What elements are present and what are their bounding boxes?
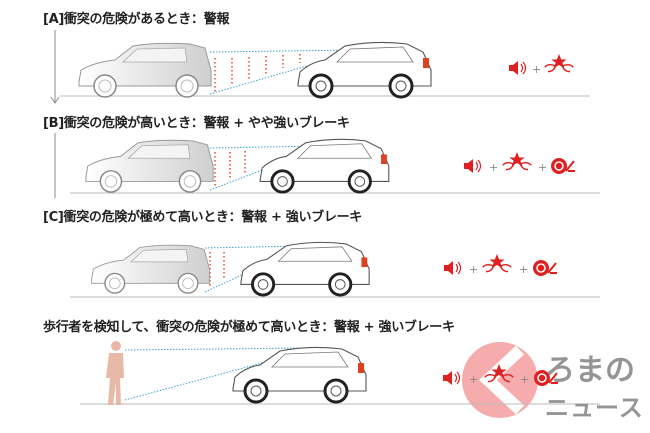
watermark-line1: ろまの xyxy=(545,353,635,388)
collision-icon xyxy=(481,254,513,273)
collision-icon xyxy=(501,152,533,171)
detecting-car xyxy=(78,42,212,98)
row-c-actions: + + xyxy=(443,254,558,277)
watermark-line2: ニュース xyxy=(545,394,644,422)
row-c-graphic xyxy=(90,240,371,297)
preceding-car xyxy=(296,40,433,99)
detecting-car xyxy=(90,244,211,294)
warning-sound-icon xyxy=(442,370,461,386)
section-title-b: [B]衝突の危険が高いとき：警報 + やや強いブレーキ xyxy=(43,116,350,131)
plus-sign: + xyxy=(519,263,528,276)
pedestrian-icon xyxy=(106,341,124,405)
warning-sound-icon xyxy=(443,260,462,276)
section-title-d: 歩行者を検知して、衝突の危険が極めて高いとき：警報 + 強いブレーキ xyxy=(43,320,455,335)
warning-sound-icon xyxy=(463,158,482,174)
collision-icon xyxy=(543,54,575,73)
detecting-car xyxy=(231,345,368,404)
preceding-car xyxy=(239,240,371,297)
plus-sign: + xyxy=(469,373,478,386)
section-title-a: [A]衝突の危険があるとき：警報 xyxy=(43,12,230,27)
section-title-c: [C]衝突の危険が極めて高いとき：警報 + 強いブレーキ xyxy=(43,210,362,225)
plus-sign: + xyxy=(469,263,478,276)
row-a-actions: + xyxy=(508,54,575,76)
plus-sign: + xyxy=(520,373,529,386)
row-b-graphic xyxy=(85,137,391,194)
row-b-actions: + + xyxy=(463,152,576,175)
detecting-car xyxy=(85,139,214,193)
row-d-graphic xyxy=(106,341,368,405)
preceding-car xyxy=(258,137,391,194)
brake-icon xyxy=(532,259,558,277)
row-d-actions: + + xyxy=(442,364,559,387)
row-a-graphic xyxy=(78,40,433,99)
warning-sound-icon xyxy=(508,60,527,76)
plus-sign: + xyxy=(532,63,541,76)
brake-icon xyxy=(550,157,576,175)
watermark-logo-icon xyxy=(462,342,538,418)
plus-sign: + xyxy=(489,161,498,174)
progression-arrow xyxy=(50,30,60,198)
plus-sign: + xyxy=(538,161,547,174)
